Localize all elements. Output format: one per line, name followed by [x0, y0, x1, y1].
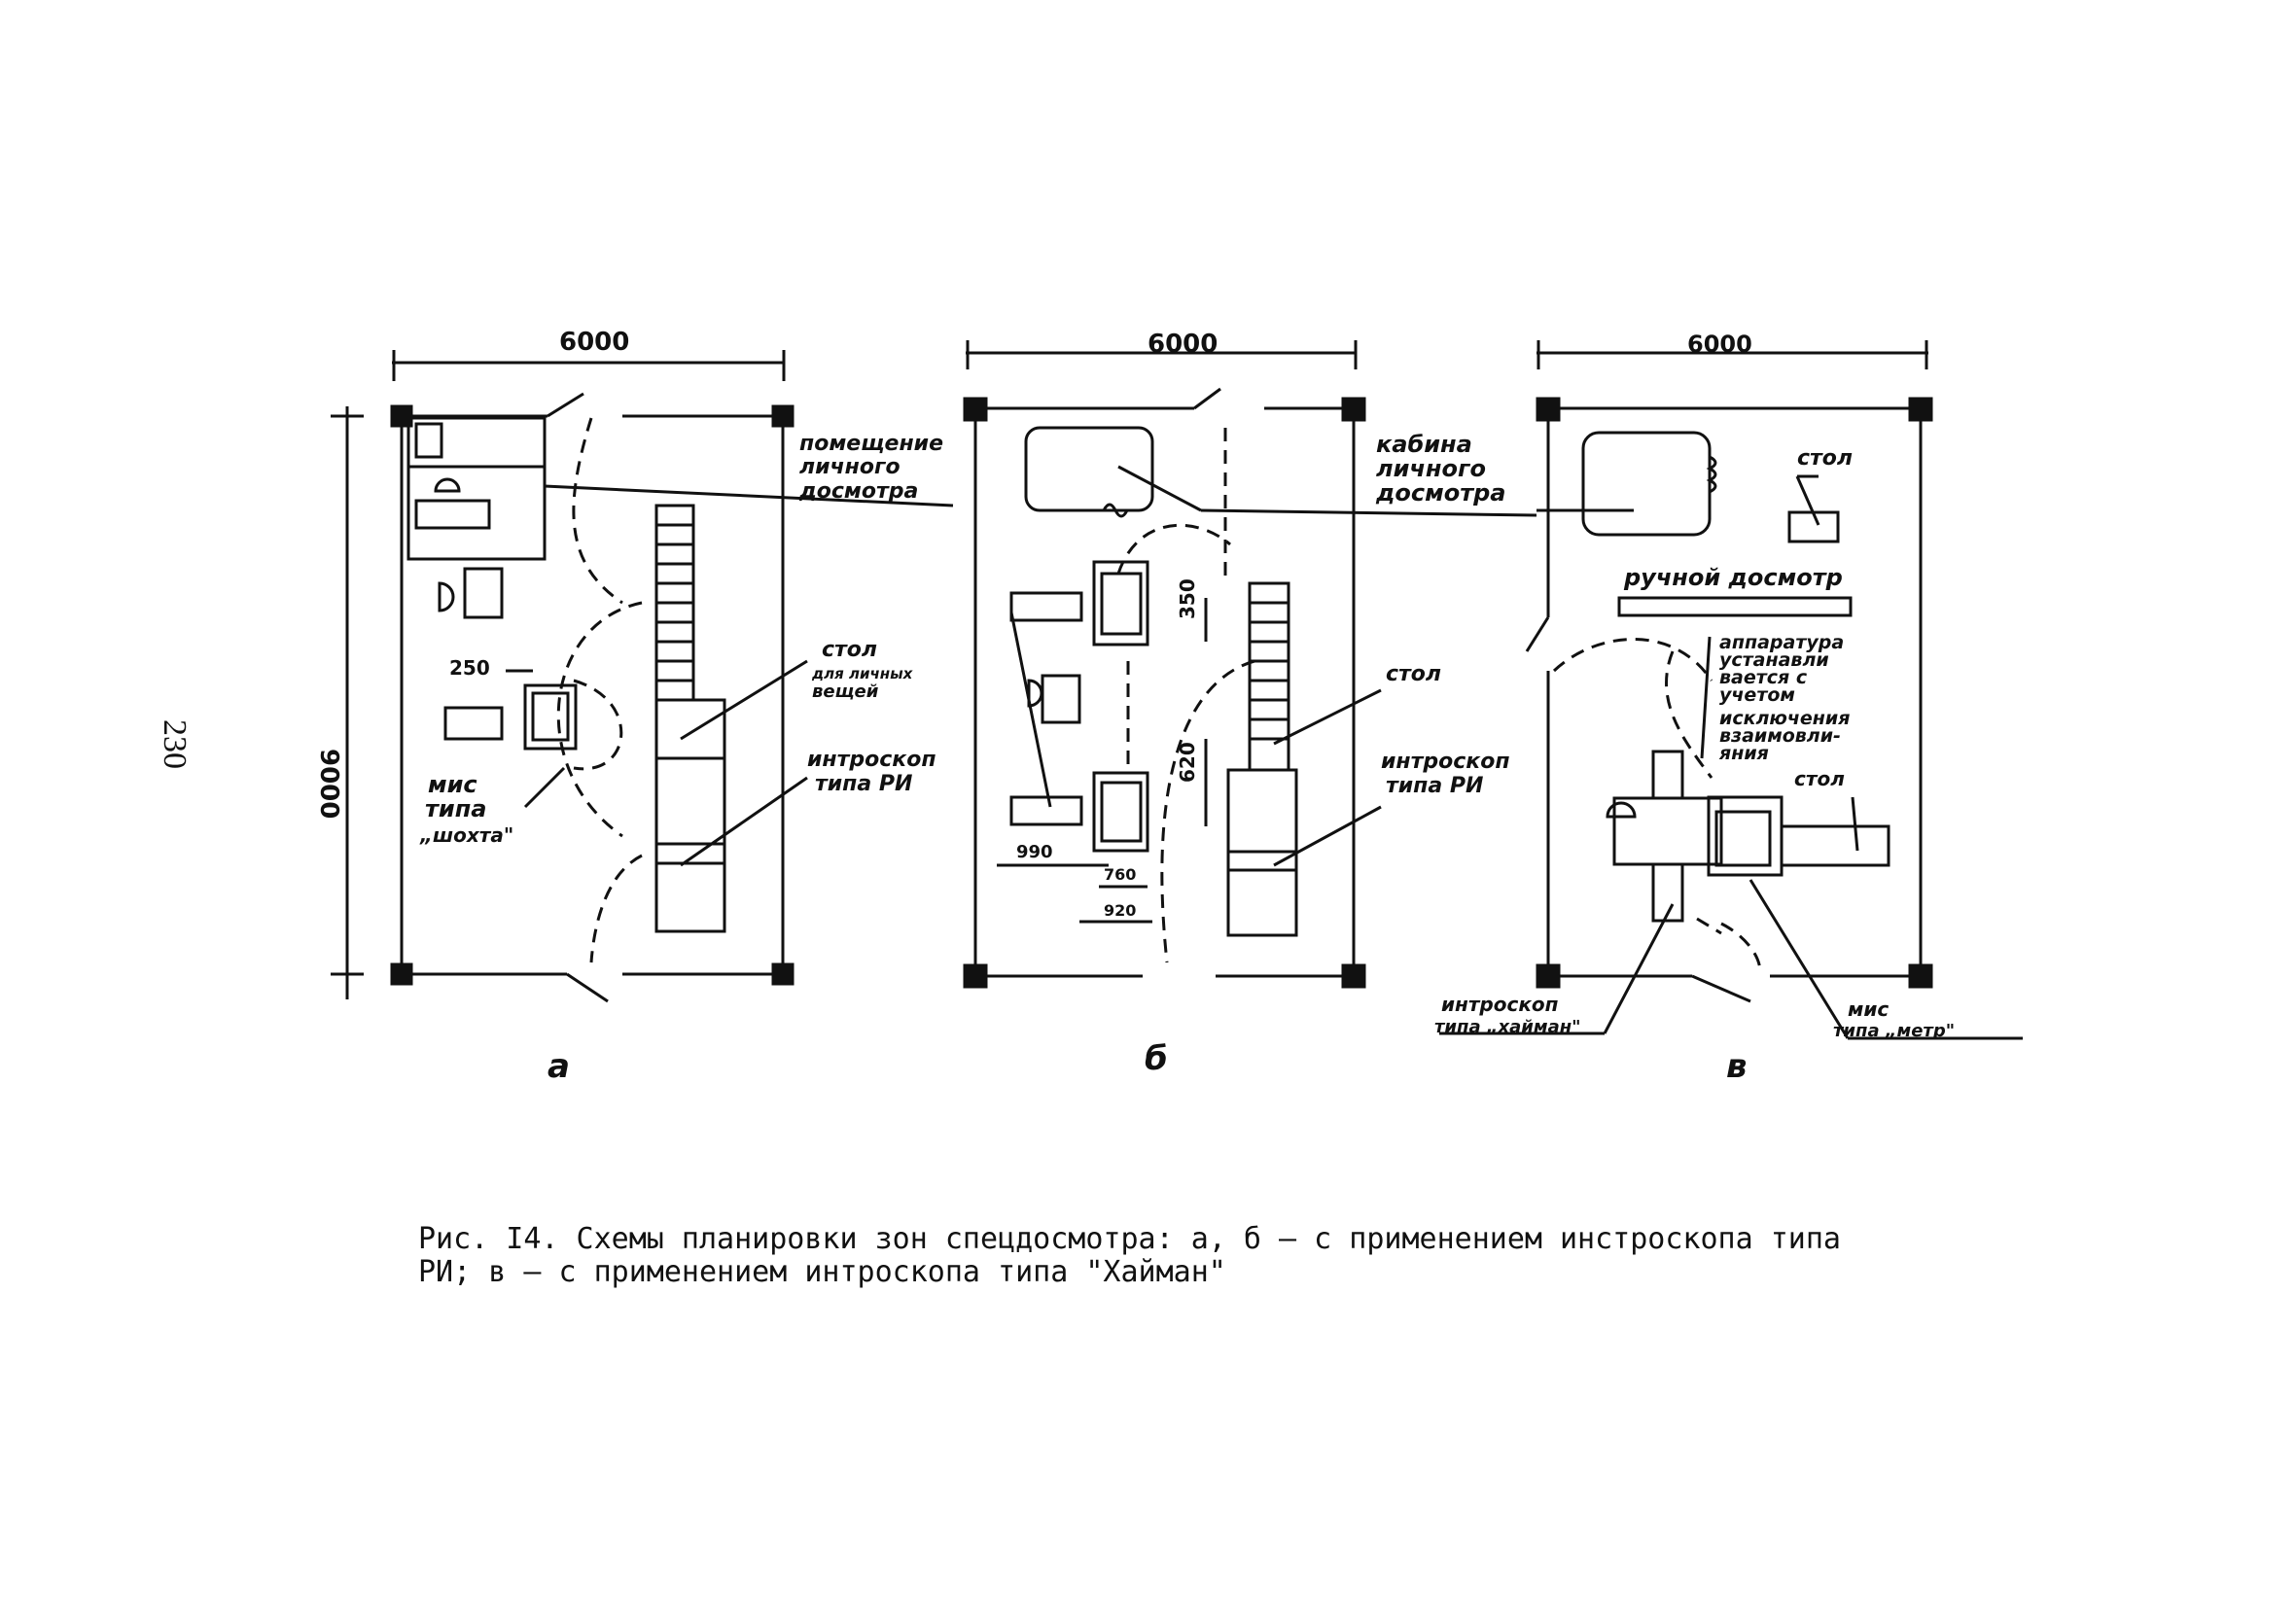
panel-c-letter: в — [1726, 1047, 1748, 1086]
label-b-table: стол — [1386, 662, 1441, 686]
label-a-dim-250: 250 — [449, 656, 490, 680]
label-b-dim-350: 350 — [1176, 578, 1199, 619]
label-c-apparatus-7: яния — [1718, 743, 1769, 764]
label-b-dim-990: 990 — [1016, 842, 1053, 862]
label-c-mis-2: типа „метр" — [1833, 1021, 1955, 1041]
label-a-room-1: помещение — [799, 432, 943, 456]
label-b-cabin-2: личного — [1376, 455, 1486, 482]
label-a-tables-3: вещей — [812, 682, 879, 702]
panel-b-plan — [963, 340, 1537, 989]
panel-c-width-dim: 6000 — [1687, 331, 1752, 358]
label-a-mis-1: мис — [428, 771, 477, 798]
label-c-table-top: стол — [1797, 446, 1853, 471]
label-b-dim-920: 920 — [1104, 901, 1136, 920]
label-c-apparatus-5: исключения — [1719, 708, 1850, 729]
label-b-dim-620: 620 — [1176, 742, 1199, 783]
label-c-table: стол — [1794, 767, 1845, 790]
label-c-introscope-2: типа „хайман" — [1434, 1017, 1581, 1037]
label-c-mis-1: мис — [1848, 997, 1889, 1021]
label-c-manual: ручной досмотр — [1623, 564, 1843, 591]
label-a-tables-1: стол — [822, 638, 877, 662]
label-a-mis-2: типа — [425, 795, 487, 822]
caption-line-2: РИ; в – с применением интроскопа типа "Х… — [418, 1255, 1226, 1289]
label-b-introscope-2: типа РИ — [1386, 774, 1483, 798]
label-c-apparatus-4: учетом — [1719, 684, 1795, 706]
label-b-cabin-3: досмотра — [1375, 479, 1506, 507]
label-b-cabin-1: кабина — [1376, 431, 1472, 458]
caption-line-1: Рис. I4. Схемы планировки зон спецдосмот… — [418, 1222, 1841, 1256]
panel-b-letter: б — [1145, 1039, 1168, 1078]
panel-a-height-dim: 9000 — [314, 749, 343, 819]
panel-a-letter: а — [548, 1047, 570, 1086]
label-c-apparatus-6: взаимовли- — [1719, 725, 1841, 747]
label-c-apparatus-2: устанавли — [1719, 649, 1829, 671]
label-a-tables-2: для личных — [811, 665, 914, 682]
label-a-room-3: досмотра — [798, 479, 918, 504]
label-c-apparatus-1: аппаратура — [1719, 632, 1844, 653]
label-b-introscope-1: интроскоп — [1381, 750, 1510, 774]
figure-caption: Рис. I4. Схемы планировки зон спецдосмот… — [418, 1223, 1974, 1289]
label-c-apparatus-3: вается с — [1719, 667, 1808, 688]
label-c-introscope-1: интроскоп — [1441, 993, 1559, 1016]
panel-a-width-dim: 6000 — [559, 328, 629, 357]
panel-c-plan — [1439, 340, 2023, 1040]
label-a-introscope-2: типа РИ — [815, 772, 912, 796]
panel-b-width-dim: 6000 — [1148, 330, 1218, 359]
panel-a-plan — [331, 350, 954, 1003]
label-b-dim-760: 760 — [1104, 865, 1136, 884]
label-a-introscope-1: интроскоп — [807, 748, 936, 772]
label-a-room-2: личного — [799, 455, 901, 479]
label-a-mis-3: „шохта" — [419, 823, 513, 847]
